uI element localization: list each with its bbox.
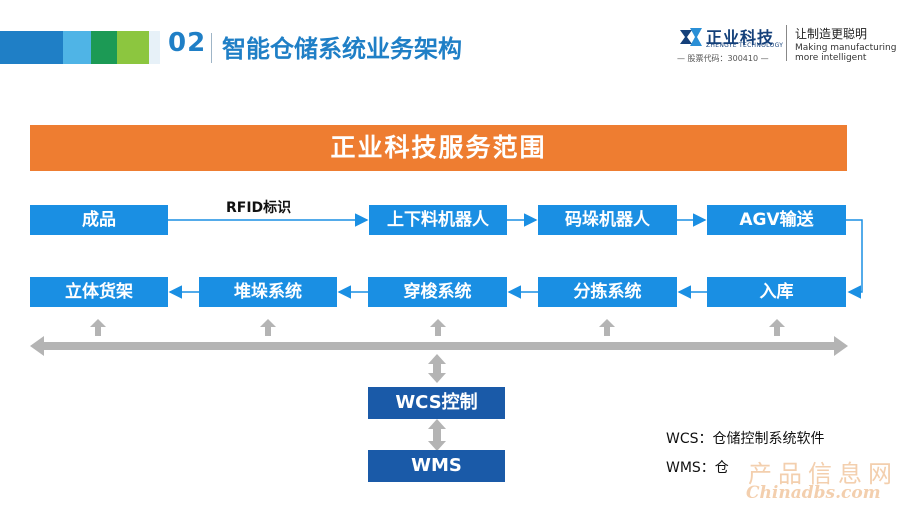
header-bar-segment-1 (0, 31, 63, 64)
company-logo-icon (680, 28, 702, 46)
header-bar-segment-5 (149, 31, 160, 64)
flow-box-agv-transport: AGV输送 (707, 205, 846, 235)
flow-box-palletizing-robot: 码垛机器人 (538, 205, 677, 235)
flow-box-stereo-rack: 立体货架 (30, 277, 168, 307)
up-arrow-shuttle (430, 319, 446, 336)
slogan-english-line-1: Making manufacturing (795, 43, 897, 53)
system-bus-double-arrow (30, 336, 848, 356)
flow-box-product: 成品 (30, 205, 168, 235)
stock-code: — 股票代码：300410 — (677, 54, 769, 63)
up-arrow-stacker (260, 319, 276, 336)
header-bar-segment-4 (117, 31, 149, 64)
wcs-control-box: WCS控制 (368, 387, 505, 419)
legend-wms: WMS：仓 (666, 460, 729, 476)
legend-wcs: WCS：仓储控制系统软件 (666, 431, 825, 447)
company-english-name: ZHENGYE TECHNOLOGY (706, 42, 784, 49)
section-number: 02 (168, 28, 207, 58)
up-arrow-inbound (769, 319, 785, 336)
wms-box: WMS (368, 450, 505, 482)
bus-wcs-double-arrow (428, 354, 446, 383)
flow-box-shuttle-system: 穿梭系统 (368, 277, 507, 307)
header-bar-segment-3 (91, 31, 117, 64)
header-divider (211, 33, 212, 63)
service-scope-banner: 正业科技服务范围 (30, 125, 847, 171)
header-bar-segment-2 (63, 31, 91, 64)
rfid-label: RFID标识 (226, 200, 292, 216)
flow-box-stacker-system: 堆垛系统 (199, 277, 337, 307)
flow-box-sorting-system: 分拣系统 (538, 277, 677, 307)
slogan-english-line-2: more intelligent (795, 53, 867, 63)
watermark-en: Chinadbs.com (746, 483, 881, 503)
logo-divider (786, 25, 787, 61)
slogan: 让制造更聪明 (795, 27, 868, 41)
up-arrow-sorting (599, 319, 615, 336)
flow-box-inbound: 入库 (707, 277, 846, 307)
up-arrow-rack (90, 319, 106, 336)
company-name: 正业科技 (706, 28, 775, 47)
flow-box-loading-robot: 上下料机器人 (369, 205, 507, 235)
arrow-agv-to-inbound (846, 219, 863, 299)
page-title: 智能仓储系统业务架构 (222, 35, 462, 63)
watermark-cn: 产品信息网 (748, 460, 898, 488)
wcs-wms-double-arrow (428, 419, 446, 451)
